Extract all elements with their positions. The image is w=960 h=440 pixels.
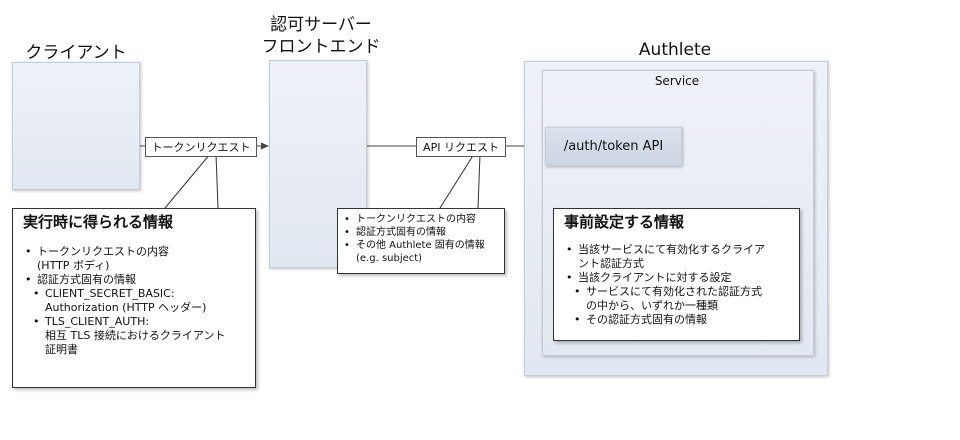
- token-api-label: /auth/token API: [563, 139, 664, 154]
- list-item: (HTTP ボディ): [37, 259, 110, 272]
- client-box: [12, 62, 140, 190]
- list-item: トークンリクエストの内容: [23, 245, 255, 259]
- list-item: その認証方式固有の情報: [564, 313, 799, 327]
- list-item: 相互 TLS 接続におけるクライアント: [45, 329, 226, 342]
- list-item: 証明書: [45, 343, 78, 356]
- preset-info-note: 事前設定する情報 当該サービスにて有効化するクライア ント認証方式 当該クライア…: [553, 208, 800, 341]
- preset-info-heading: 事前設定する情報: [564, 213, 685, 231]
- api-request-label: API リクエスト: [416, 137, 506, 157]
- list-item: 認証方式固有の情報: [23, 273, 255, 287]
- runtime-note-pointer: [164, 153, 219, 209]
- authlete-title: Authlete: [638, 40, 712, 60]
- list-item: ント認証方式: [578, 257, 644, 270]
- runtime-info-note: 実行時に得られる情報 トークンリクエストの内容 (HTTP ボディ) 認証方式固…: [12, 208, 256, 388]
- list-item: サービスにて有効化された認証方式: [564, 285, 799, 299]
- list-item: TLS_CLIENT_AUTH:: [23, 315, 255, 329]
- list-item: 当該サービスにて有効化するクライア: [564, 243, 799, 257]
- preset-info-list: 当該サービスにて有効化するクライア ント認証方式 当該クライアントに対する設定 …: [564, 243, 799, 327]
- list-item: (e.g. subject): [356, 253, 423, 264]
- server-title: 認可サーバー フロントエンド: [256, 14, 386, 58]
- token-api-box: /auth/token API: [545, 127, 682, 166]
- list-item: その他 Authlete 固有の情報: [342, 239, 504, 252]
- list-item: Authorization (HTTP ヘッダー): [45, 301, 207, 314]
- list-item: 認証方式固有の情報: [342, 226, 504, 239]
- api-note-pointer: [439, 153, 481, 209]
- client-title: クライアント: [25, 43, 127, 63]
- service-label: Service: [654, 74, 700, 88]
- list-item: トークンリクエストの内容: [342, 213, 504, 226]
- server-title-line2: フロントエンド: [261, 37, 381, 57]
- server-title-line1: 認可サーバー: [270, 15, 372, 35]
- list-item: 当該クライアントに対する設定: [564, 271, 799, 285]
- list-item: の中から、いずれか一種類: [586, 299, 718, 312]
- runtime-info-list: トークンリクエストの内容 (HTTP ボディ) 認証方式固有の情報 CLIENT…: [23, 245, 255, 357]
- token-request-arrowhead: [261, 142, 269, 150]
- api-request-list: トークンリクエストの内容 認証方式固有の情報 その他 Authlete 固有の情…: [342, 213, 504, 265]
- runtime-info-heading: 実行時に得られる情報: [23, 213, 174, 231]
- list-item: CLIENT_SECRET_BASIC:: [23, 287, 255, 301]
- token-request-label: トークンリクエスト: [145, 137, 257, 157]
- api-request-note: トークンリクエストの内容 認証方式固有の情報 その他 Authlete 固有の情…: [337, 208, 505, 274]
